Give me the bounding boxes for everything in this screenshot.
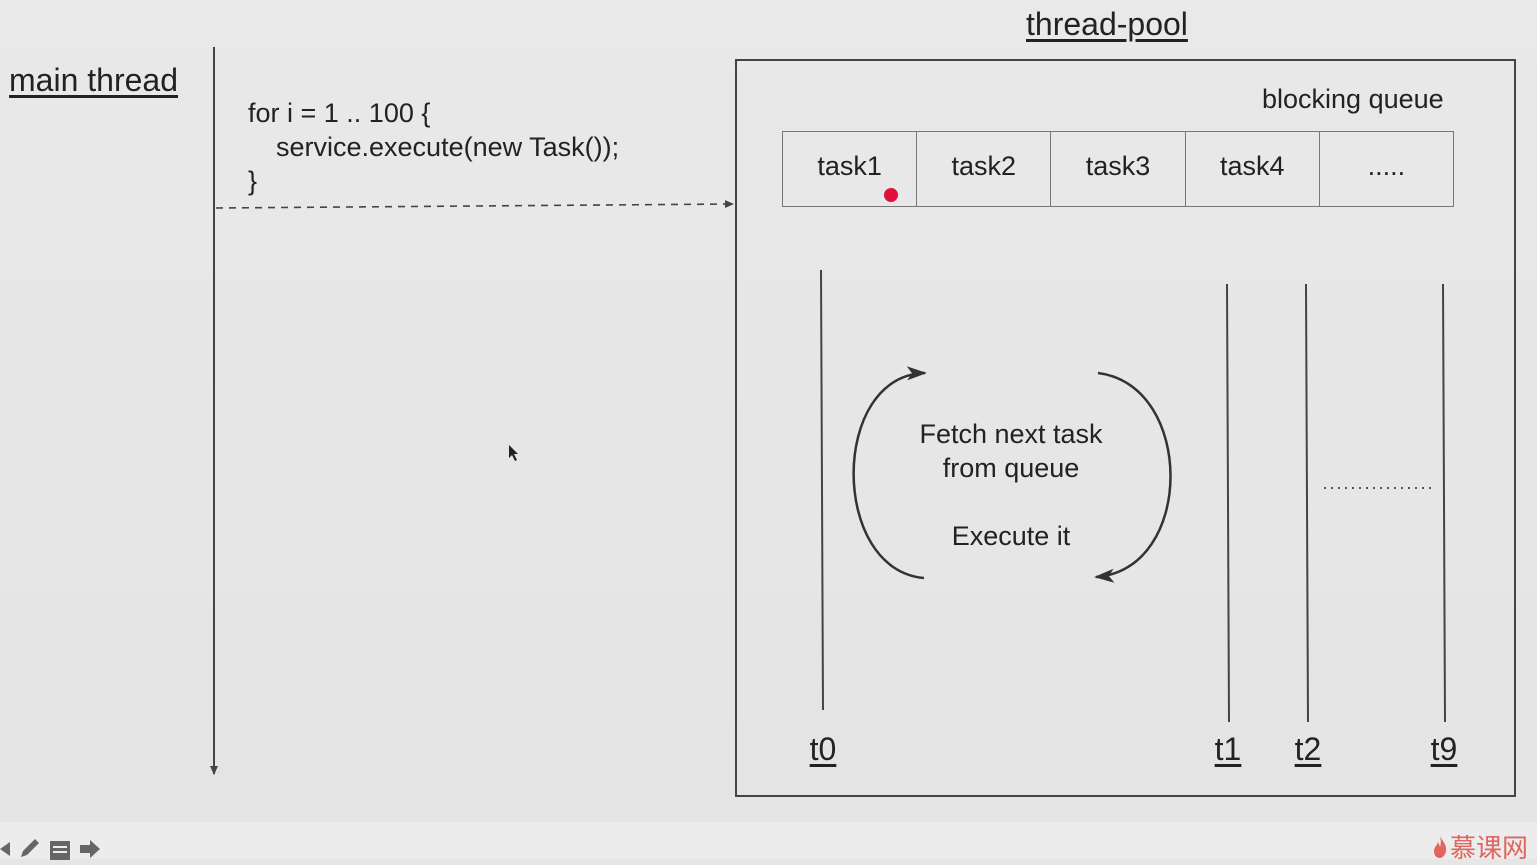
thread-line-t0 bbox=[820, 269, 824, 711]
loop-text-execute: Execute it bbox=[951, 521, 1071, 551]
queue-cell-ellipsis: ..... bbox=[1367, 150, 1406, 181]
prev-arrow-icon[interactable] bbox=[0, 838, 12, 860]
bottom-toolbar bbox=[0, 822, 1537, 859]
queue-cell: task2 bbox=[917, 132, 1052, 206]
queue-cell: task1 bbox=[783, 132, 918, 206]
thread-line-t1 bbox=[1226, 283, 1230, 723]
presentation-controls bbox=[0, 838, 102, 860]
cursor-icon bbox=[509, 445, 518, 461]
watermark: 慕课网 bbox=[1432, 828, 1528, 865]
next-arrow-icon[interactable] bbox=[78, 838, 102, 860]
blocking-queue-label: blocking queue bbox=[1262, 84, 1444, 114]
loop-text-line: from queue bbox=[942, 453, 1080, 483]
loop-arc-right bbox=[1094, 371, 1172, 583]
thread-label-t0: t0 bbox=[809, 731, 837, 767]
code-block: for i = 1 .. 100 { service.execute(new T… bbox=[248, 96, 619, 198]
thread-label-t1: t1 bbox=[1214, 731, 1242, 767]
thread-pool-box bbox=[735, 59, 1516, 797]
queue-cell: task3 bbox=[1051, 132, 1186, 206]
loop-arc-left bbox=[852, 366, 927, 580]
code-line-3: } bbox=[248, 166, 258, 196]
thread-label-t2: t2 bbox=[1294, 731, 1322, 767]
laser-pointer-dot bbox=[884, 188, 898, 202]
notes-icon[interactable] bbox=[48, 838, 72, 860]
thread-label-t9: t9 bbox=[1430, 731, 1458, 767]
thread-pool-title: thread-pool bbox=[1026, 6, 1188, 42]
queue-cell: task4 bbox=[1186, 132, 1320, 206]
thread-line-t2 bbox=[1305, 283, 1309, 723]
main-thread-label: main thread bbox=[9, 62, 178, 98]
pen-icon[interactable] bbox=[18, 838, 42, 860]
loop-text-line: Fetch next task bbox=[919, 419, 1103, 449]
code-line-2: service.execute(new Task()); bbox=[276, 132, 620, 162]
watermark-text: 慕课网 bbox=[1450, 833, 1529, 863]
code-line-1: for i = 1 .. 100 { bbox=[248, 98, 431, 128]
blocking-queue: task1 task2 task3 task4 ..... bbox=[782, 131, 1454, 207]
submit-dashed-arrow bbox=[215, 200, 734, 209]
slide-canvas bbox=[0, 0, 1537, 822]
thread-line-t9 bbox=[1442, 283, 1446, 723]
loop-text-fetch: Fetch next task from queue bbox=[880, 417, 1142, 485]
flame-logo-icon bbox=[1434, 835, 1447, 858]
